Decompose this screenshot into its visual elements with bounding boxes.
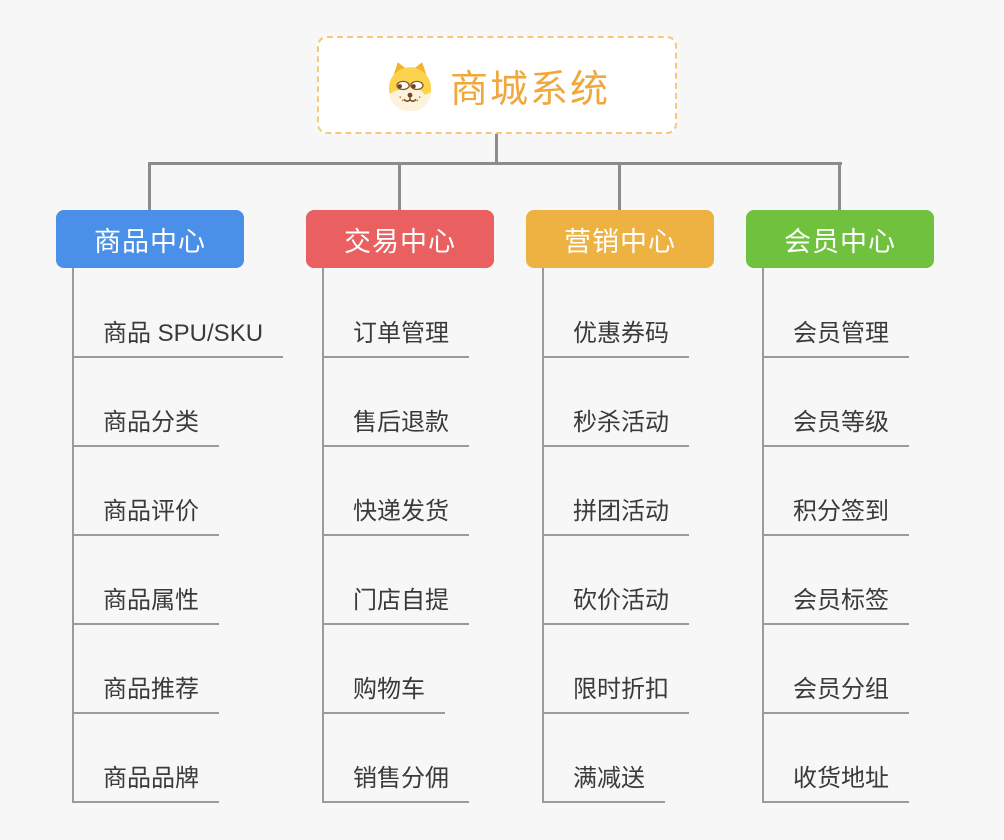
root-title: 商城系统: [449, 68, 610, 111]
branch-label: 交易中心: [344, 226, 456, 257]
leaf-node[interactable]: 商品推荐: [73, 676, 219, 714]
branch-node-marketing[interactable]: 营销中心: [526, 210, 714, 268]
branch-marketing-center: 营销中心 优惠券码 秒杀活动 拼团活动 砍价活动 限时折扣 满减送: [526, 210, 776, 803]
leaf-node[interactable]: 积分签到: [763, 498, 909, 536]
leaf-node[interactable]: 商品 SPU/SKU: [73, 320, 284, 358]
leaf-node[interactable]: 会员等级: [763, 409, 909, 447]
leaf-node[interactable]: 快递发货: [323, 498, 469, 536]
leaf-node[interactable]: 砍价活动: [543, 587, 689, 625]
dog-icon: [388, 62, 432, 111]
leaf-node[interactable]: 满减送: [543, 765, 665, 803]
leaf-node[interactable]: 商品分类: [73, 409, 219, 447]
leaf-node[interactable]: 商品属性: [73, 587, 219, 625]
branch-member-center: 会员中心 会员管理 会员等级 积分签到 会员标签 会员分组 收货地址: [746, 210, 996, 803]
leaf-node[interactable]: 会员分组: [763, 676, 909, 714]
leaf-node[interactable]: 收货地址: [763, 765, 909, 803]
connector-drop-trade: [398, 164, 401, 210]
leaf-node[interactable]: 限时折扣: [543, 676, 689, 714]
connector-drop-product: [148, 164, 151, 210]
leaf-node[interactable]: 会员标签: [763, 587, 909, 625]
root-node[interactable]: 商城系统: [317, 36, 677, 134]
leaf-node[interactable]: 拼团活动: [543, 498, 689, 536]
leaf-node[interactable]: 购物车: [323, 676, 445, 714]
leaf-node[interactable]: 秒杀活动: [543, 409, 689, 447]
branch-product-center: 商品中心 商品 SPU/SKU 商品分类 商品评价 商品属性 商品推荐 商品品牌: [56, 210, 306, 803]
branch-node-member[interactable]: 会员中心: [746, 210, 934, 268]
branch-node-product[interactable]: 商品中心: [56, 210, 244, 268]
connector-drop-marketing: [618, 164, 621, 210]
branch-trade-center: 交易中心 订单管理 售后退款 快递发货 门店自提 购物车 销售分佣: [306, 210, 556, 803]
branch-label: 会员中心: [784, 226, 896, 257]
leaf-node[interactable]: 销售分佣: [323, 765, 469, 803]
leaf-node[interactable]: 门店自提: [323, 587, 469, 625]
connector-drop-member: [838, 164, 841, 210]
connector-rail: [148, 162, 842, 165]
leaf-node[interactable]: 订单管理: [323, 320, 469, 358]
branch-label: 商品中心: [94, 226, 206, 257]
leaf-node[interactable]: 商品品牌: [73, 765, 219, 803]
leaf-node[interactable]: 优惠券码: [543, 320, 689, 358]
connector-root-stem: [495, 134, 498, 165]
leaf-node[interactable]: 商品评价: [73, 498, 219, 536]
branch-label: 营销中心: [564, 226, 676, 257]
leaf-node[interactable]: 会员管理: [763, 320, 909, 358]
leaf-node[interactable]: 售后退款: [323, 409, 469, 447]
branch-node-trade[interactable]: 交易中心: [306, 210, 494, 268]
